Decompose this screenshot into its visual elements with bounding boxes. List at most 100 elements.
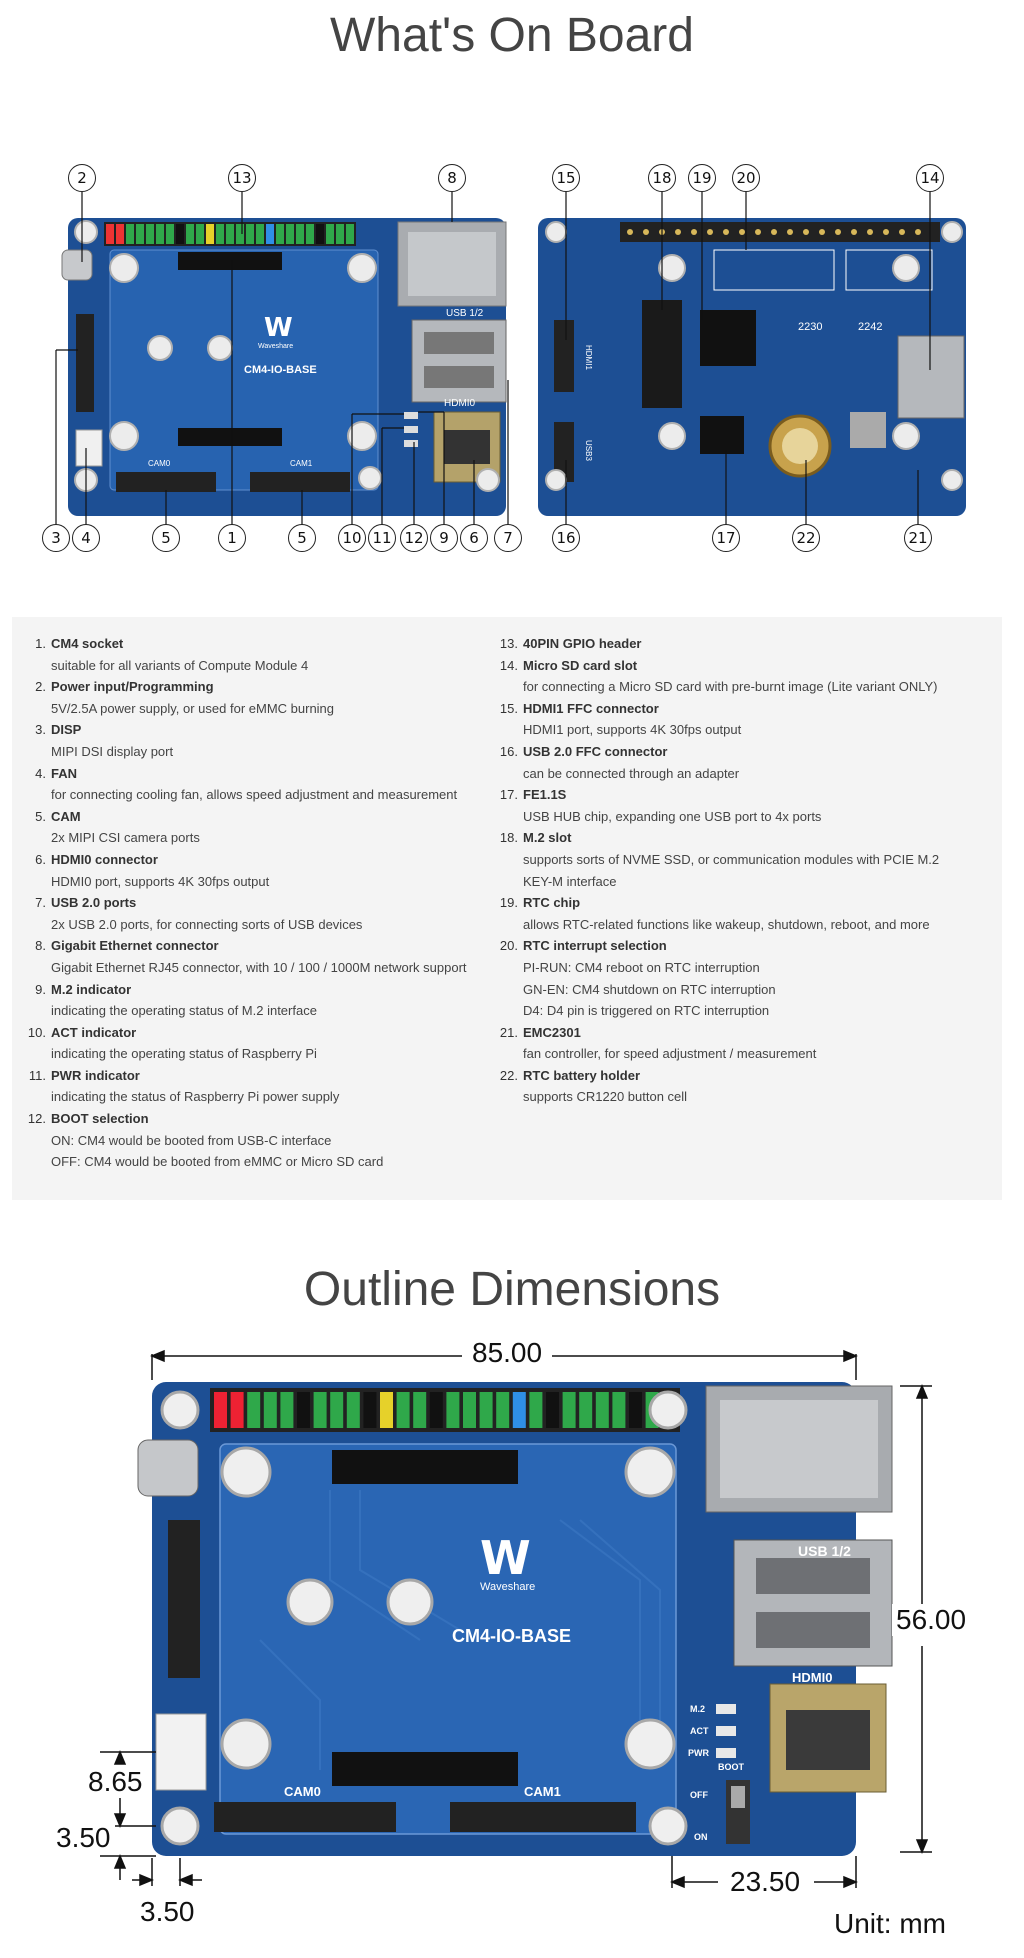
gpio-pin — [330, 1392, 344, 1428]
callout-11: 11 — [368, 524, 396, 552]
feature-item-head: 18.M.2 slot — [488, 827, 998, 849]
feature-label: CM4 socket — [51, 636, 124, 651]
feature-item-head: 3.DISP — [16, 719, 496, 741]
gpio-pin — [612, 1392, 626, 1428]
feature-description: HDMI1 port, supports 4K 30fps output — [523, 722, 742, 738]
gpio-pin — [214, 1392, 227, 1428]
feature-number: 6. — [35, 851, 46, 867]
feature-item-head: 6.HDMI0 connector — [16, 849, 496, 871]
feature-description: 5V/2.5A power supply, or used for eMMC b… — [51, 700, 335, 716]
callout-2: 2 — [68, 164, 96, 192]
callout-14: 14 — [916, 164, 944, 192]
feature-item-head: 21. EMC2301 — [488, 1022, 998, 1044]
feature-description: KEY-M interface — [523, 873, 617, 889]
gpio-pin — [429, 1392, 443, 1428]
callout-5b: 5 — [288, 524, 316, 552]
feature-label: PWR indicator — [51, 1067, 140, 1083]
label-brand: Waveshare — [258, 343, 293, 350]
feature-label: RTC battery holder — [523, 1067, 641, 1083]
feature-number: 4. — [35, 765, 46, 781]
feature-description: USB HUB chip, expanding one USB port to … — [523, 808, 822, 824]
gpio-pin — [529, 1392, 543, 1428]
feature-item-head: 11.PWR indicator — [16, 1065, 496, 1087]
feature-label: Power input/Programming — [51, 679, 214, 695]
callout-12: 12 — [400, 524, 428, 552]
feature-number: 12. — [27, 1111, 46, 1127]
feature-item: 10.ACT indicator indicating the operating… — [16, 1022, 496, 1065]
feature-description: PI-RUN: CM4 reboot on RTC interruption — [523, 959, 760, 975]
feature-number: 21. — [499, 1024, 518, 1040]
feature-number: 3. — [35, 722, 46, 738]
feature-description: indicating the operating status of Raspb… — [51, 1046, 317, 1062]
dim-hdmi-offset: 23.50 — [726, 1866, 805, 1898]
outline-label-act: ACT — [690, 1726, 709, 1736]
dim-bottom-hole: 3.50 — [52, 1822, 115, 1854]
label-usb3: USB3 — [584, 440, 593, 461]
gpio-pin — [595, 1392, 609, 1428]
feature-label: EMC2301 — [523, 1024, 581, 1040]
feature-description: indicating the operating status of M.2 i… — [51, 1003, 317, 1019]
outline-label-off: OFF — [690, 1790, 708, 1800]
callout-3: 3 — [42, 524, 70, 552]
callout-10: 10 — [338, 524, 366, 552]
feature-number: 5. — [35, 808, 46, 824]
gpio-pin — [546, 1392, 559, 1428]
page-title-onboard: What's On Board — [330, 9, 694, 62]
feature-number: 19. — [499, 895, 518, 911]
feature-item: 5. CAM 2x MIPI CSI camera ports — [16, 806, 496, 849]
feature-item: 18.M.2 slot supports sorts of NVME SSD, o… — [488, 827, 998, 892]
feature-number: 8. — [35, 938, 46, 954]
feature-number: 13. — [499, 636, 518, 651]
feature-description: supports sorts of NVME SSD, or communica… — [523, 851, 940, 867]
feature-description: HDMI0 port, supports 4K 30fps output — [51, 873, 270, 889]
label-hdmi1: HDMI1 — [584, 345, 593, 370]
feature-description: 2x MIPI CSI camera ports — [51, 830, 200, 846]
feature-label: FAN — [51, 765, 77, 781]
outline-label-usb: USB 1/2 — [798, 1543, 851, 1559]
feature-item-head: 9.M.2 indicator — [16, 979, 496, 1001]
feature-label: ACT indicator — [51, 1024, 137, 1040]
feature-item: 4. FAN for connecting cooling fan, allows … — [16, 763, 496, 806]
feature-label: BOOT selection — [51, 1111, 149, 1127]
callout-7: 7 — [494, 524, 522, 552]
gpio-header — [104, 222, 356, 246]
feature-item-head: 1.CM4 socket — [16, 633, 496, 655]
callout-18: 18 — [648, 164, 676, 192]
feature-number: 15. — [499, 700, 518, 716]
outline-label-cam0: CAM0 — [284, 1784, 321, 1799]
outline-label-board-name: CM4-IO-BASE — [452, 1626, 571, 1646]
feature-description: supports CR1220 button cell — [523, 1089, 688, 1105]
feature-item: 2. Power input/Programming 5V/2.5A power s… — [16, 676, 496, 719]
dim-fan-offset: 8.65 — [84, 1766, 147, 1798]
page-title-outline: Outline Dimensions — [303, 1263, 721, 1316]
gpio-pin — [280, 1392, 294, 1428]
callout-4: 4 — [72, 524, 100, 552]
feature-label: Gigabit Ethernet connector — [51, 938, 219, 954]
outline-board: USB 1/2 HDMI0 W Waveshare CM4-IO-BASE CA… — [100, 1349, 932, 1889]
label-board-name: CM4-IO-BASE — [244, 364, 317, 376]
callout-9: 9 — [430, 524, 458, 552]
feature-number: 2. — [35, 679, 46, 695]
feature-description: for connecting cooling fan, allows speed… — [51, 787, 458, 803]
feature-number: 16. — [499, 743, 518, 759]
feature-description: ON: CM4 would be booted from USB-C inter… — [51, 1132, 332, 1148]
feature-description: GN-EN: CM4 shutdown on RTC interruption — [523, 981, 776, 997]
label-cam0: CAM0 — [148, 459, 171, 468]
feature-item-head: 2. Power input/Programming — [16, 676, 496, 698]
feature-label: 40PIN GPIO header — [523, 636, 642, 651]
feature-label: CAM — [51, 808, 81, 824]
feature-label: M.2 slot — [523, 830, 572, 846]
gpio-pin — [313, 1392, 327, 1428]
callout-22: 22 — [792, 524, 820, 552]
gpio-pin — [346, 1392, 360, 1428]
feature-item-head: 17.FE1.1S — [488, 784, 998, 806]
feature-item-head: 10.ACT indicator — [16, 1022, 496, 1044]
feature-item-head: 7.USB 2.0 ports — [16, 892, 496, 914]
